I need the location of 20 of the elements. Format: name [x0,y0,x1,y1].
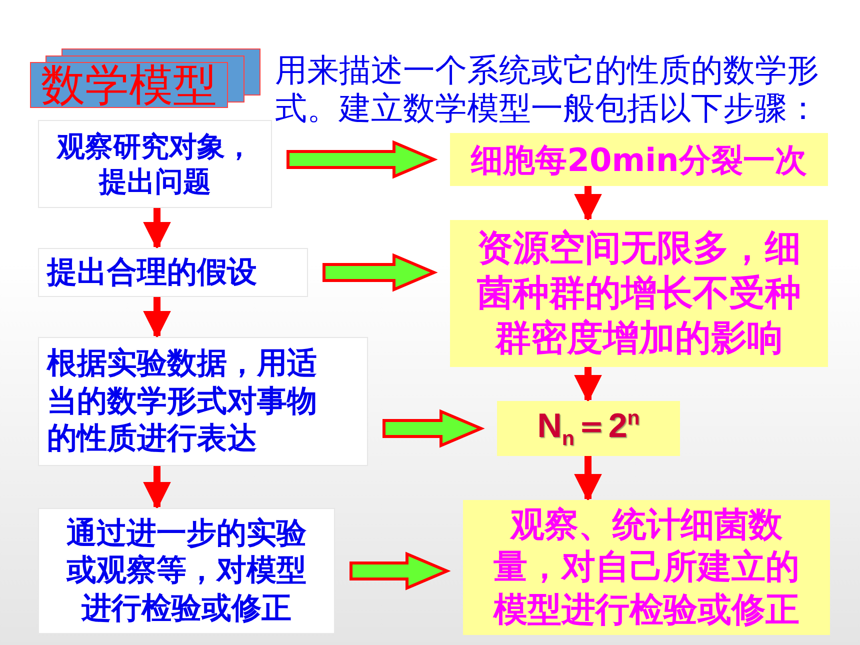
step-box: 观察研究对象，提出问题 [38,120,272,208]
example-box: 观察、统计细菌数量，对自己所建立的模型进行检验或修正 [463,500,830,635]
step-box: 根据实验数据，用适当的数学形式对事物的性质进行表达 [38,337,368,466]
arrow [143,466,171,510]
arrow [143,297,171,339]
arrow [143,208,171,250]
description-text: 用来描述一个系统或它的性质的数学形式。建立数学模型一般包括以下步骤： [275,52,820,128]
formula-box: N$_{n}$＝2$^{n}$ [497,401,680,456]
stacked-title-card: 数学模型 [30,62,228,108]
example-box: 资源空间无限多，细菌种群的增长不受种群密度增加的影响 [450,220,828,367]
arrow [574,456,602,502]
step-box: 通过进一步的实验或观察等，对模型进行检验或修正 [38,508,335,634]
arrow [574,367,602,403]
block-arrow [382,409,485,448]
example-box: 细胞每20min分裂一次 [450,133,828,186]
block-arrow [286,140,438,179]
step-box: 提出合理的假设 [38,248,308,297]
block-arrow [322,253,438,292]
block-arrow [350,552,451,590]
arrow [574,186,602,222]
